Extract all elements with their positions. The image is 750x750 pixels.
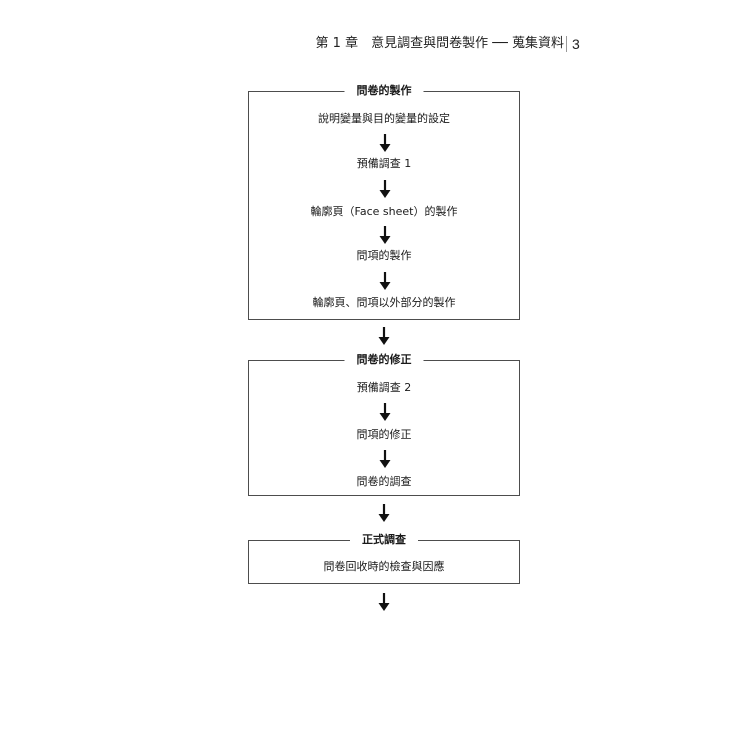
flow-step: 問卷的調查 (356, 475, 412, 488)
page-number: 3 (572, 36, 580, 52)
down-arrow-icon (379, 272, 391, 290)
flow-step: 問卷回收時的檢查與因應 (323, 560, 445, 573)
flow-step: 說明變量與目的變量的設定 (318, 112, 450, 125)
down-arrow-icon (378, 593, 390, 611)
down-arrow-icon (379, 450, 391, 468)
flow-step: 輪廓頁、問項以外部分的製作 (312, 296, 456, 309)
flow-step: 預備調查 1 (356, 157, 412, 170)
section-questionnaire-creation: 問卷的製作 說明變量與目的變量的設定 預備調查 1 輪廓頁（Face sheet… (248, 83, 520, 320)
down-arrow-icon (378, 327, 390, 345)
down-arrow-icon (379, 134, 391, 152)
section-title: 問卷的修正 (344, 352, 424, 368)
flow-step: 預備調查 2 (356, 381, 412, 394)
flow-step: 輪廓頁（Face sheet）的製作 (310, 205, 458, 218)
section-questionnaire-revision: 問卷的修正 預備調查 2 問項的修正 問卷的調查 (248, 352, 520, 496)
running-head: 第 1 章 意見調查與問卷製作 ── 蒐集資料 (315, 36, 564, 51)
down-arrow-icon (379, 226, 391, 244)
down-arrow-icon (378, 504, 390, 522)
section-title: 問卷的製作 (344, 83, 424, 99)
down-arrow-icon (379, 403, 391, 421)
page-header: 第 1 章 意見調查與問卷製作 ── 蒐集資料 3 (0, 34, 750, 54)
section-formal-survey: 正式調查 問卷回收時的檢查與因應 (248, 532, 520, 584)
header-divider (566, 36, 567, 52)
flow-step: 問項的製作 (356, 249, 412, 262)
flow-step: 問項的修正 (356, 428, 412, 441)
down-arrow-icon (379, 180, 391, 198)
section-title: 正式調查 (350, 532, 418, 548)
